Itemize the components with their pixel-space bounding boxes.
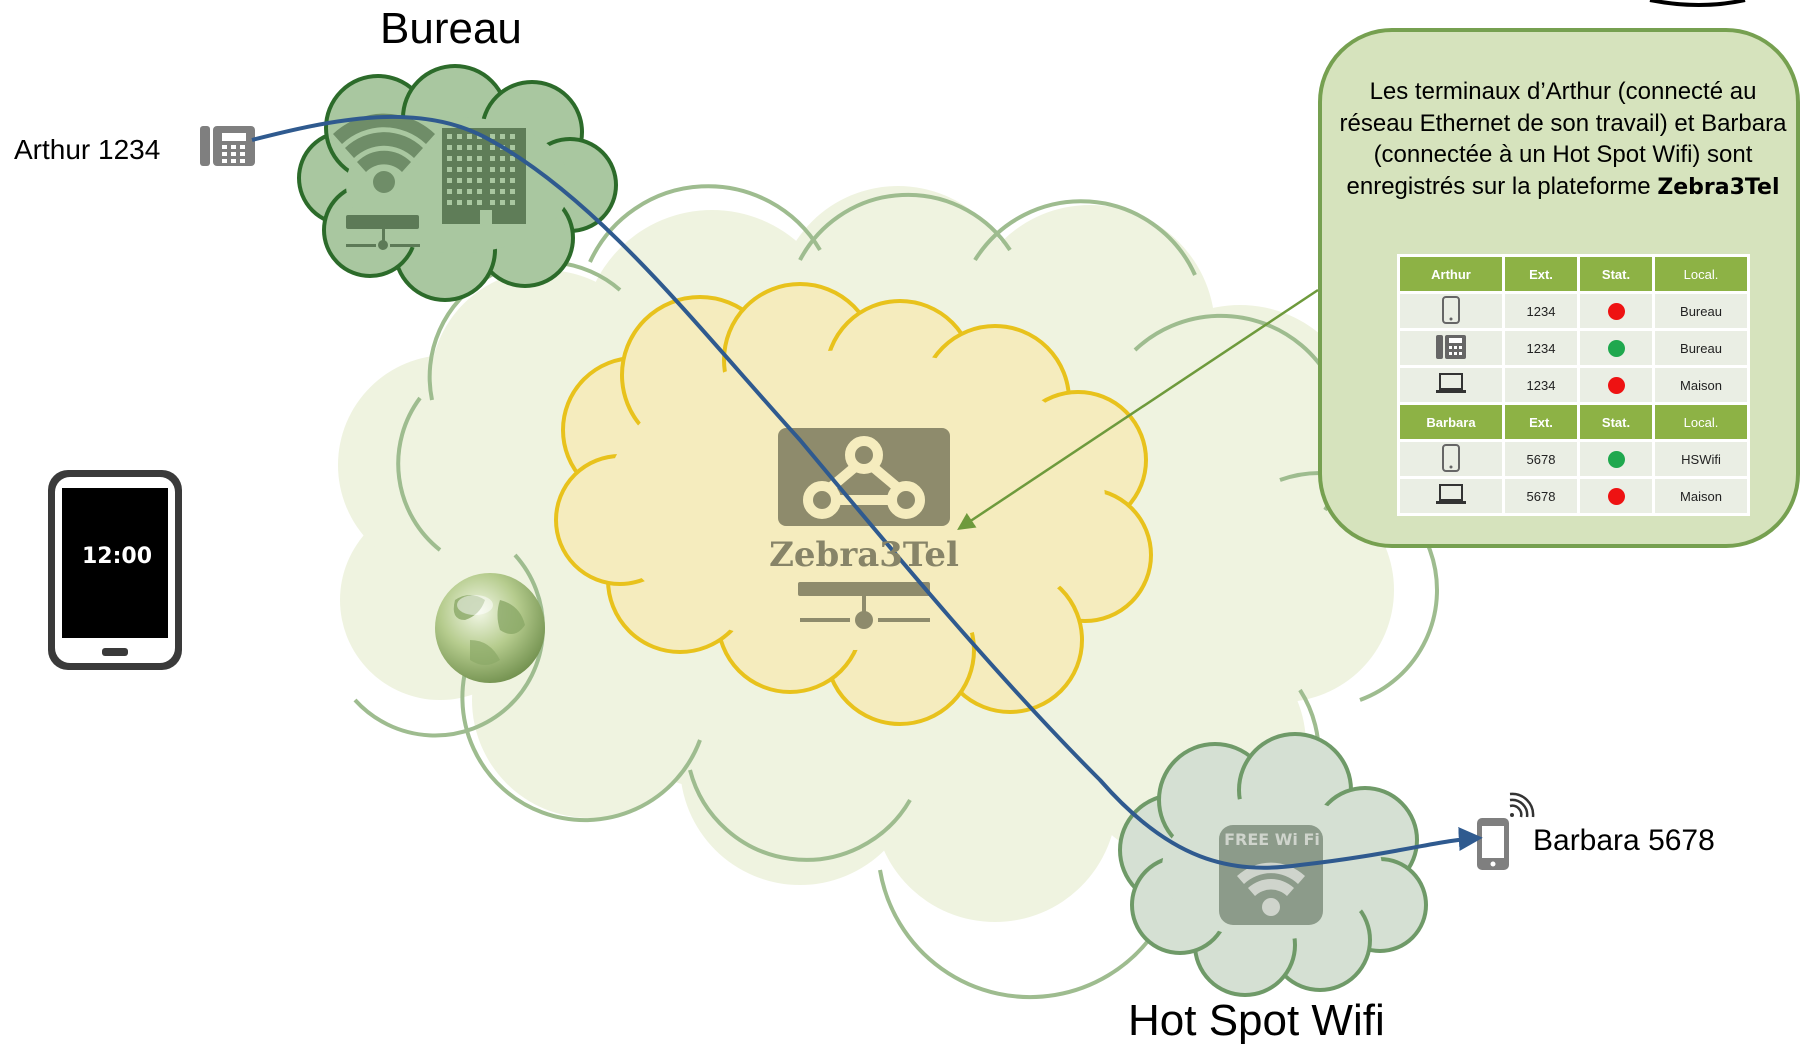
table-cell-local: Bureau	[1652, 291, 1750, 331]
table-row: 1234 Bureau	[1397, 291, 1750, 331]
table-header-cell: Stat.	[1577, 254, 1655, 294]
table-header-cell: Ext.	[1502, 402, 1580, 442]
table-header-cell: Local.	[1652, 402, 1750, 442]
office-server-icon	[346, 215, 420, 250]
barbara-label: Barbara 5678	[1533, 824, 1715, 857]
office-wifi-icon	[333, 113, 435, 193]
status-offline-dot	[1607, 376, 1625, 394]
desk-phone-icon	[1397, 328, 1505, 368]
info-text: Les terminaux d’Arthur (connecté au rése…	[1330, 76, 1796, 203]
info-arrow	[957, 288, 1319, 530]
info-brand: Zebra3Tel	[1657, 174, 1780, 200]
table-cell-local: Bureau	[1652, 328, 1750, 368]
table-cell-status	[1577, 476, 1655, 516]
laptop-icon	[1397, 476, 1505, 516]
info-description: Les terminaux d’Arthur (connecté au rése…	[1339, 78, 1787, 200]
table-header-cell: Stat.	[1577, 402, 1655, 442]
bureau-title: Bureau	[380, 4, 522, 53]
free-wifi-label: FREE Wi Fi	[1224, 830, 1320, 849]
table-cell-ext: 1234	[1502, 291, 1580, 331]
table-cell-ext: 1234	[1502, 365, 1580, 405]
table-row: 5678 HSWifi	[1397, 439, 1750, 479]
table-cell-local: Maison	[1652, 476, 1750, 516]
table-row: 1234 Bureau	[1397, 328, 1750, 368]
mobile-phone-icon	[1397, 439, 1505, 479]
status-online-dot	[1607, 450, 1625, 468]
table-cell-local: HSWifi	[1652, 439, 1750, 479]
desk-phone-icon	[200, 126, 255, 166]
barbara-phone-icon	[1477, 818, 1509, 870]
table-row: 1234 Maison	[1397, 365, 1750, 405]
globe-icon	[435, 573, 545, 683]
table-cell-ext: 5678	[1502, 476, 1580, 516]
zebra3tel-logo-icon	[778, 428, 950, 629]
mobile-phone-icon	[1397, 291, 1505, 331]
table-cell-ext: 5678	[1502, 439, 1580, 479]
zebra3tel-wordmark: Zebra3Tel	[769, 535, 959, 575]
arthur-label: Arthur 1234	[14, 134, 161, 165]
call-path-line	[251, 114, 1483, 870]
table-cell-status	[1577, 439, 1655, 479]
status-offline-dot	[1607, 302, 1625, 320]
hotspot-title: Hot Spot Wifi	[1128, 996, 1385, 1045]
smartphone-icon	[48, 470, 182, 670]
table-header-cell: Barbara	[1397, 402, 1505, 442]
status-offline-dot	[1607, 487, 1625, 505]
table-cell-status	[1577, 365, 1655, 405]
table-cell-ext: 1234	[1502, 328, 1580, 368]
table-cell-status	[1577, 291, 1655, 331]
status-online-dot	[1607, 339, 1625, 357]
wifi-signal-icon	[1509, 792, 1535, 818]
phone-clock: 12:00	[81, 544, 153, 569]
table-cell-status	[1577, 328, 1655, 368]
corner-fragment	[1649, 0, 1746, 7]
table-row: 5678 Maison	[1397, 476, 1750, 516]
table-header-cell: Ext.	[1502, 254, 1580, 294]
table-header-cell: Arthur	[1397, 254, 1505, 294]
laptop-icon	[1397, 365, 1505, 405]
table-header-cell: Local.	[1652, 254, 1750, 294]
office-building-icon	[442, 128, 526, 224]
table-cell-local: Maison	[1652, 365, 1750, 405]
